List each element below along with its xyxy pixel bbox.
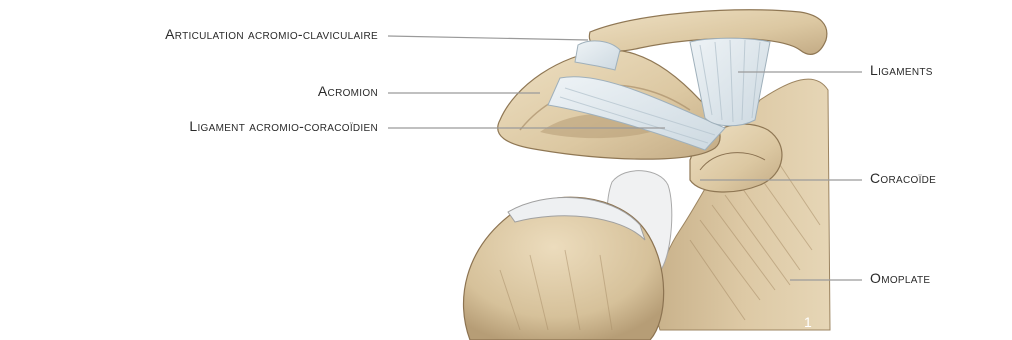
- leader-line-ac-joint: [388, 36, 588, 40]
- label-ligaments: Ligaments: [870, 62, 933, 78]
- label-coracoid: Coracoïde: [870, 170, 936, 186]
- label-coraco-acromial-ligament: Ligament acromio-coracoïdien: [189, 118, 378, 134]
- label-acromioclavicular-joint: Articulation acromio-claviculaire: [165, 26, 378, 42]
- label-acromion: Acromion: [318, 83, 378, 99]
- label-scapula: Omoplate: [870, 270, 930, 286]
- figure-number: 1: [804, 314, 812, 330]
